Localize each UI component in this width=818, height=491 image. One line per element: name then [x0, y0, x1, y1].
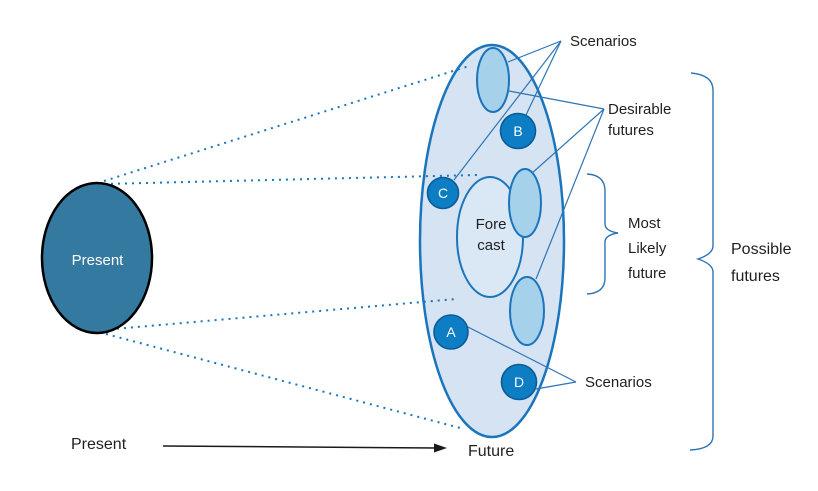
brace-most-likely-future	[586, 173, 619, 295]
scenario-letter-d: D	[513, 374, 525, 390]
pointer-desirable-to-top-ellipse	[508, 90, 605, 110]
dotted-projection-line-top	[103, 65, 470, 182]
pointer-desirable-to-mid-ellipse	[530, 108, 605, 175]
pointer-desirable-to-bottom-ellipse	[535, 108, 605, 280]
brace-possible-futures	[689, 72, 714, 451]
scenario-circle-b	[499, 112, 537, 150]
pointer-scenarios-top-to-c	[453, 40, 562, 181]
scenario-circle-c	[426, 176, 460, 210]
small-ellipse-middle	[508, 168, 542, 238]
timeline-future-label: Future	[468, 443, 515, 460]
timeline-present-label: Present	[71, 436, 127, 453]
scenario-letter-a: A	[446, 324, 456, 340]
possible-futures-label: Possible futures	[731, 241, 792, 285]
timeline-arrow-shaft	[162, 445, 438, 449]
pointer-scenarios-top-to-b	[525, 40, 562, 116]
present-ellipse	[40, 181, 154, 335]
dotted-projection-line-bottom	[105, 333, 465, 430]
dotted-projection-line-upper-mid	[103, 174, 478, 185]
small-ellipse-bottom	[509, 276, 545, 346]
pointer-scenarios-bottom-to-d	[535, 381, 577, 390]
dotted-projection-line-lower-mid	[102, 298, 457, 331]
small-ellipse-top	[476, 47, 510, 113]
scenario-circle-a	[433, 314, 469, 350]
scenarios-bottom-label: Scenarios	[585, 374, 652, 391]
desirable-futures-label: Desirable futures	[608, 101, 672, 139]
scenarios-top-label: Scenarios	[570, 33, 637, 50]
pointer-scenarios-bottom-to-a	[465, 325, 577, 383]
timeline-arrowhead	[434, 443, 447, 453]
most-likely-future-label: Most Likely future	[628, 215, 667, 282]
scenario-letter-c: C	[437, 185, 449, 201]
timeline-arrow	[162, 443, 447, 453]
present-node-label: Present	[71, 252, 124, 269]
scenario-letter-b: B	[513, 123, 523, 139]
forecast-label: Fore cast	[475, 216, 507, 254]
pointer-scenarios-top-to-ellipse	[507, 40, 562, 63]
scenario-circle-d	[500, 363, 538, 401]
